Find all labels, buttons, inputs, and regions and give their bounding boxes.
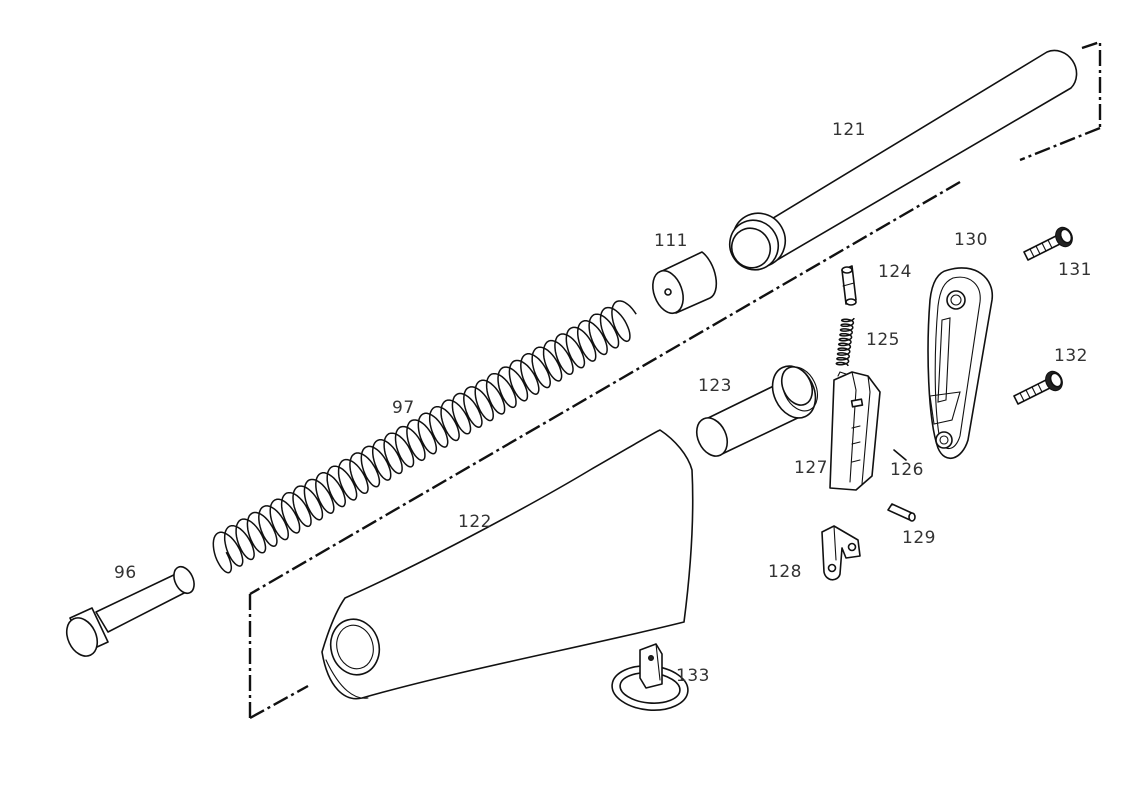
label-part-125: 125 (866, 330, 900, 350)
label-part-123: 123 (698, 376, 732, 396)
label-part-122: 122 (458, 512, 492, 532)
sling-swivel-bracket (821, 525, 861, 581)
buffer (65, 565, 195, 657)
spacer (652, 251, 718, 315)
stock (321, 429, 694, 700)
label-part-128: 128 (768, 562, 802, 582)
plunger-spring (835, 317, 855, 367)
label-part-130: 130 (954, 230, 988, 250)
roll-pin-large (887, 503, 916, 522)
action-spring (212, 300, 637, 574)
label-part-121: 121 (832, 120, 866, 140)
buttplate-screw-bottom (1013, 370, 1063, 405)
label-part-126: 126 (890, 460, 924, 480)
label-part-132: 132 (1054, 346, 1088, 366)
label-part-133: 133 (676, 666, 710, 686)
plunger (841, 265, 857, 306)
buttplate (927, 267, 993, 460)
label-part-129: 129 (902, 528, 936, 548)
roll-pin-small (893, 449, 907, 461)
assembly-outline (248, 40, 1102, 720)
latch-plate (829, 371, 881, 491)
label-part-124: 124 (878, 262, 912, 282)
label-part-127: 127 (794, 458, 828, 478)
receiver-extension-plug (695, 365, 819, 457)
buffer-tube (728, 49, 1078, 271)
buttplate-screw-top (1023, 226, 1073, 261)
label-part-111: 111 (654, 231, 688, 251)
label-part-96: 96 (114, 563, 137, 583)
label-part-131: 131 (1058, 260, 1092, 280)
sling-swivel (611, 643, 689, 711)
label-part-97: 97 (392, 398, 415, 418)
